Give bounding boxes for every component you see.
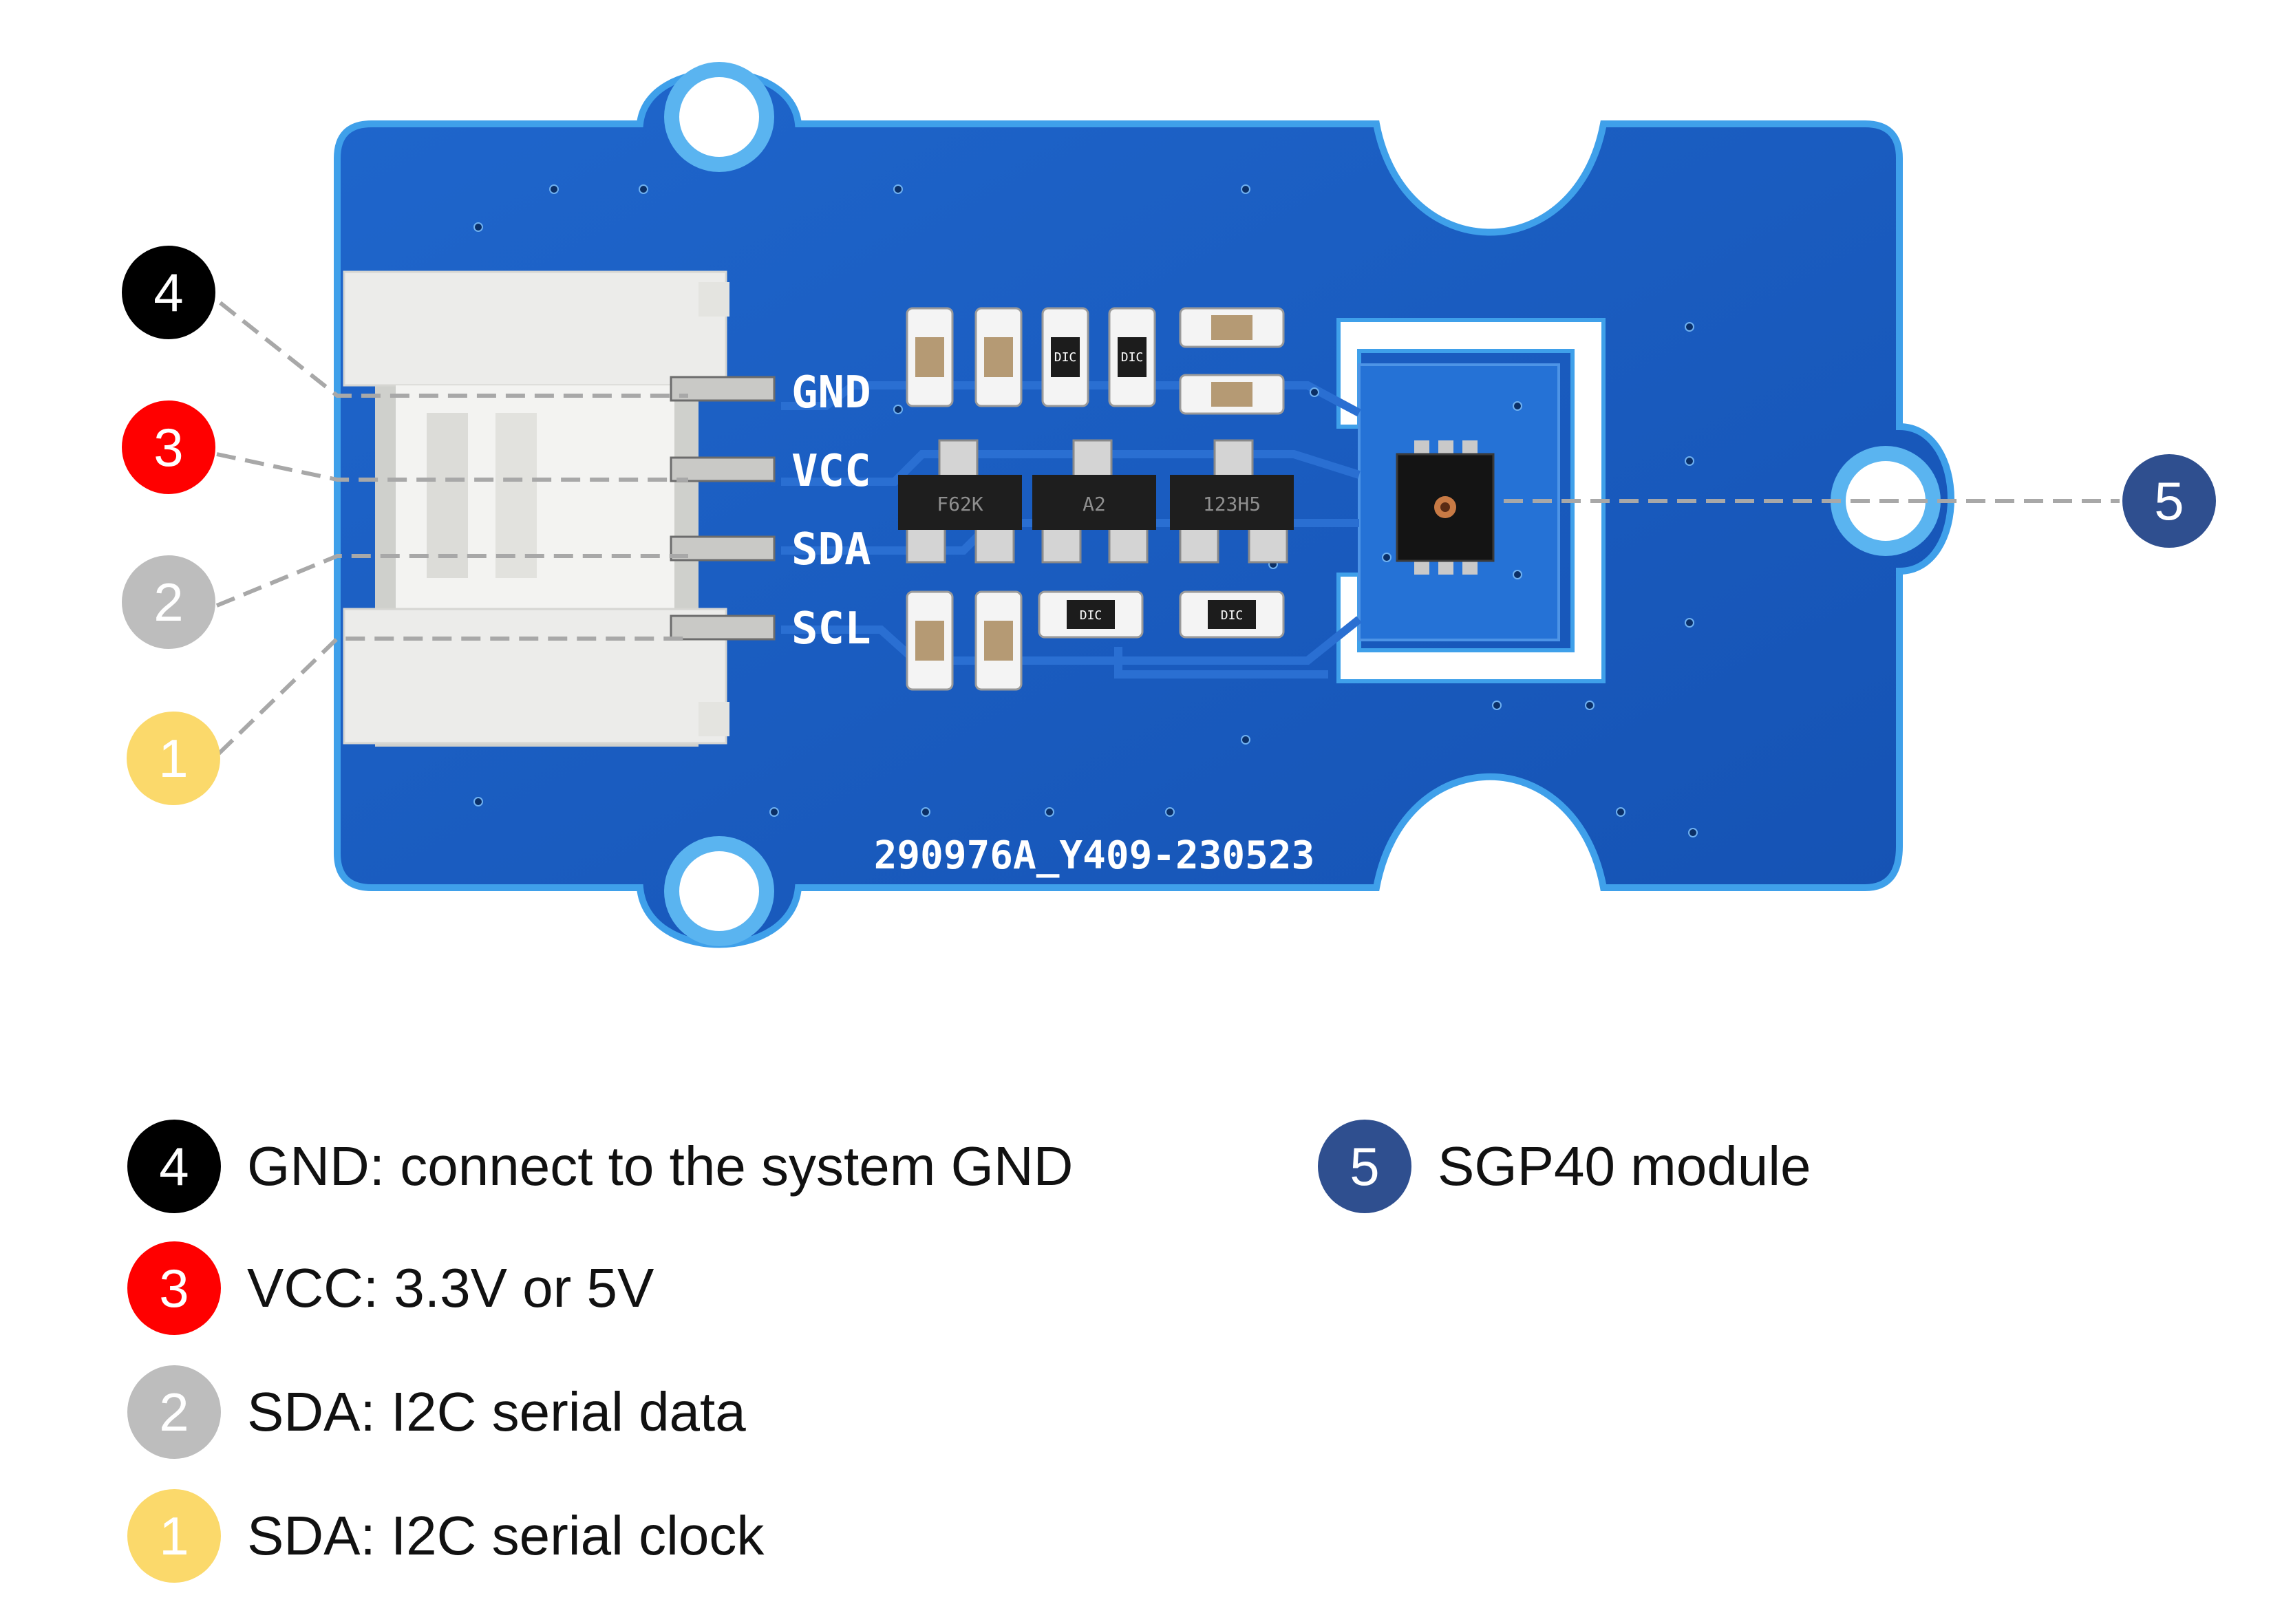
callout-5: 5 [2122,454,2216,548]
chip-123h5: 123H5 [1170,439,1294,564]
legend-badge: 5 [1318,1120,1411,1213]
mounting-hole-top [664,62,774,172]
legend-item-vcc: 3 VCC: 3.3V or 5V [127,1240,654,1336]
legend-item-sda: 2 SDA: I2C serial data [127,1364,746,1460]
capacitor [1179,374,1285,415]
resistor: DIC [1038,590,1144,639]
callout-number: 4 [153,262,183,323]
silkscreen-code: 290976A_Y409-230523 [874,833,1315,878]
resistor: DIC [1041,307,1089,407]
callout-number: 5 [2154,471,2184,531]
chip-mark: 123H5 [1203,493,1261,515]
callout-number: 3 [153,417,183,478]
smd-components: DIC DIC [906,307,1285,691]
legend-badge: 3 [127,1241,221,1335]
resistor: DIC [1108,307,1156,407]
callout-number: 2 [153,572,183,632]
callout-2: 2 [122,555,215,649]
capacitor [906,307,954,407]
chip-f62k: F62K [898,439,1022,564]
legend-badge: 1 [127,1489,221,1583]
pin-label-sda: SDA [791,524,871,575]
legend-text: SDA: I2C serial data [247,1381,746,1442]
ic-mark: DIC [1121,350,1144,365]
pin-labels: GND VCC SDA SCL [791,367,871,654]
legend-item-sgp40: 5 SGP40 module [1318,1118,1811,1215]
legend-text: SDA: I2C serial clock [247,1505,765,1566]
pin-label-scl: SCL [791,603,871,654]
grove-connector [343,270,729,747]
leader-line-3 [216,452,688,482]
ic-mark: DIC [1221,608,1244,623]
legend-item-gnd: 4 GND: connect to the system GND [127,1118,1073,1215]
pin-label-vcc: VCC [791,446,871,497]
leader-lines [215,301,2120,756]
pin-label-gnd: GND [791,367,871,418]
callout-number: 1 [158,728,188,789]
leader-line-4 [219,301,688,398]
capacitor [1179,307,1285,348]
via-dots [473,184,1698,837]
callout-1: 1 [127,712,220,805]
chip-mark: F62K [937,493,983,515]
leader-line-2 [215,554,688,608]
chip-a2: A2 [1032,439,1156,564]
capacitor [974,307,1023,407]
sot23-chips: F62K A2 123H5 [898,439,1294,564]
chip-mark: A2 [1083,493,1106,515]
legend-badge: 2 [127,1365,221,1459]
legend-text: GND: connect to the system GND [247,1135,1074,1197]
sgp40-sensor-chip [1396,440,1495,575]
resistor: DIC [1179,590,1285,639]
callout-4: 4 [122,246,215,339]
legend-text: VCC: 3.3V or 5V [247,1257,654,1318]
legend-text: SGP40 module [1438,1135,1811,1197]
legend-item-scl: 1 SDA: I2C serial clock [127,1488,764,1584]
capacitor [974,590,1023,691]
ic-mark: DIC [1054,350,1077,365]
ic-mark: DIC [1080,608,1102,623]
capacitor [906,590,954,691]
pcb-board: GND VCC SDA SCL DIC DIC [334,62,1954,948]
callout-3: 3 [122,400,215,494]
mounting-hole-bottom [664,836,774,946]
legend-badge: 4 [127,1120,221,1213]
